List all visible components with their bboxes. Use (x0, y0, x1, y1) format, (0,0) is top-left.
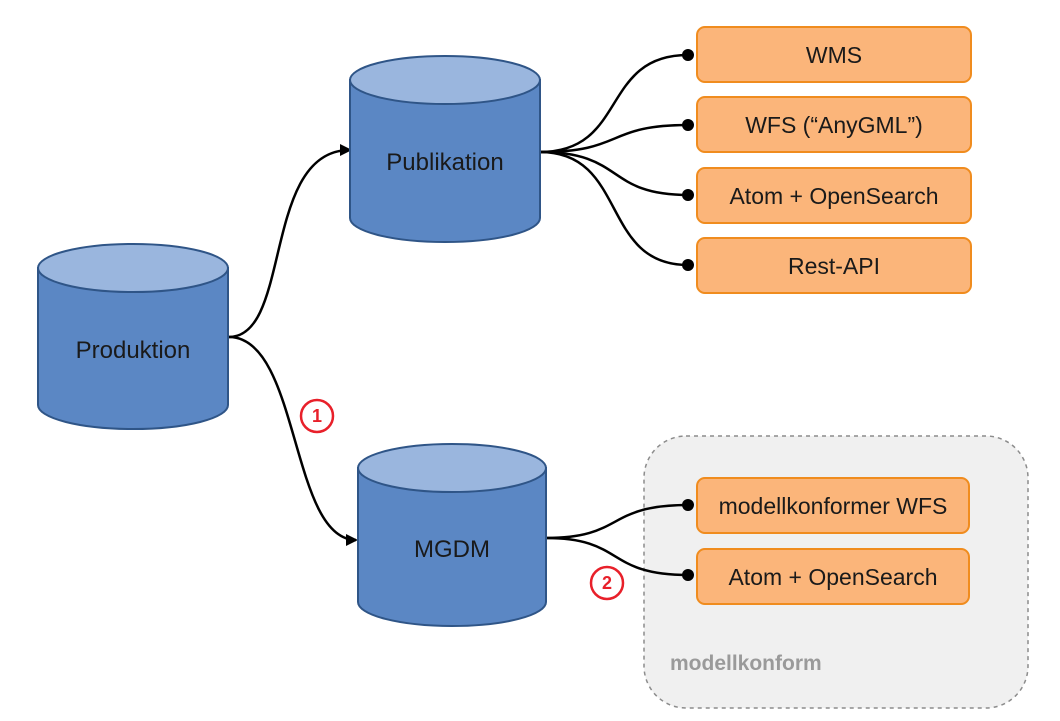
service-wfs-anygml: WFS (“AnyGML”) (696, 96, 972, 153)
dot-modellkonformer-wfs (682, 499, 694, 511)
service-wms-label: WMS (806, 42, 862, 68)
dot-rest (682, 259, 694, 271)
connector-publikation-atom (539, 150, 689, 197)
connector-produktion-publikation (228, 144, 352, 339)
service-wfs-anygml-label: WFS (“AnyGML”) (745, 112, 923, 138)
connector-mgdm-atom (545, 536, 689, 577)
service-wms: WMS (696, 26, 972, 83)
marker-2: 2 (589, 565, 625, 601)
dot-wfs (682, 119, 694, 131)
publikation-database: Publikation (349, 55, 541, 243)
mgdm-database: MGDM (357, 443, 547, 627)
mgdm-label: MGDM (414, 536, 490, 563)
dot-wms (682, 49, 694, 61)
marker-2-label: 2 (602, 573, 612, 593)
connection-dots (682, 49, 694, 581)
marker-1-label: 1 (312, 406, 322, 426)
modellkonform-label: modellkonform (670, 652, 822, 675)
service-rest-api: Rest-API (696, 237, 972, 294)
service-atom-opensearch-2: Atom + OpenSearch (696, 548, 970, 605)
dot-atom (682, 189, 694, 201)
connectors (228, 53, 689, 577)
produktion-database: Produktion (37, 243, 229, 430)
dot-atom-2 (682, 569, 694, 581)
connector-produktion-mgdm (228, 335, 358, 546)
connector-publikation-wfs (539, 123, 689, 154)
service-modellkonformer-wfs-label: modellkonformer WFS (719, 493, 948, 519)
service-modellkonformer-wfs: modellkonformer WFS (696, 477, 970, 534)
service-atom-opensearch: Atom + OpenSearch (696, 167, 972, 224)
connector-mgdm-wfs (545, 503, 689, 540)
publikation-label: Publikation (386, 149, 503, 176)
produktion-label: Produktion (76, 337, 191, 364)
marker-1: 1 (299, 398, 335, 434)
connector-publikation-wms (539, 53, 689, 154)
connector-publikation-rest (539, 150, 689, 267)
service-atom-opensearch-label: Atom + OpenSearch (729, 183, 938, 209)
service-atom-opensearch-2-label: Atom + OpenSearch (728, 564, 937, 590)
service-rest-api-label: Rest-API (788, 253, 880, 279)
